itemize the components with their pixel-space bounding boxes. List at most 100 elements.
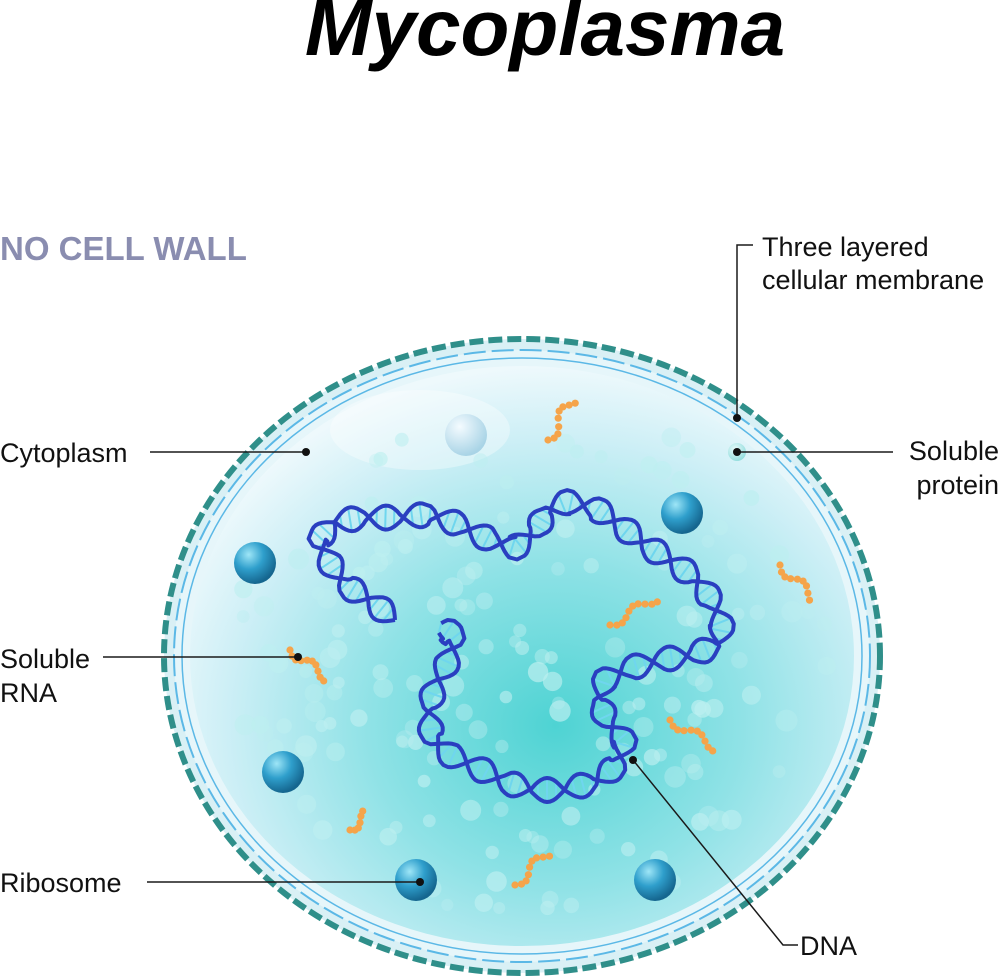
dna-base-pair xyxy=(384,505,387,530)
vesicle xyxy=(293,742,314,763)
vesicle xyxy=(259,644,278,662)
rna-bead xyxy=(320,677,328,685)
membrane-leader-dot xyxy=(733,414,741,422)
rna-bead xyxy=(701,737,709,745)
rna-bead xyxy=(666,716,674,724)
vesicle xyxy=(364,496,379,511)
rna-bead xyxy=(804,589,812,597)
rna-bead xyxy=(532,854,541,862)
vesicle xyxy=(552,696,565,710)
vesicle xyxy=(679,442,696,458)
dna-base-pair xyxy=(418,726,443,732)
vesicle xyxy=(236,610,250,623)
dna-base-pair xyxy=(442,510,451,530)
vesicle xyxy=(442,674,465,697)
cytoplasm-vesicles xyxy=(234,420,836,916)
vesicle xyxy=(373,678,394,698)
dna-base-pair xyxy=(671,557,684,573)
dna-base-pair xyxy=(710,617,732,628)
dna-base-pair xyxy=(531,513,553,527)
ribosomes xyxy=(234,414,703,901)
membrane-layer-inner xyxy=(181,357,863,955)
label-dna: DNA xyxy=(800,931,857,961)
dna-base-pair xyxy=(641,655,649,673)
ribosome-leader-dot xyxy=(416,878,424,886)
vesicle xyxy=(350,709,368,727)
dna-base-pair xyxy=(345,578,360,601)
dna-base-pair xyxy=(567,491,575,514)
dna-base-pair xyxy=(618,520,636,541)
vesicle xyxy=(595,736,611,752)
vesicle xyxy=(331,624,345,638)
vesicle xyxy=(497,511,510,524)
vesicle xyxy=(394,432,409,447)
dna-base-pair xyxy=(701,638,712,661)
dna-base-pair xyxy=(592,678,616,688)
rna-bead xyxy=(687,726,695,734)
vesicle xyxy=(373,451,388,467)
rna-bead xyxy=(314,667,322,675)
ribosome xyxy=(234,542,276,584)
dna-base-pair xyxy=(326,563,344,577)
dna-base-pair xyxy=(319,555,341,570)
vesicle xyxy=(408,496,430,518)
rna-bead xyxy=(787,575,795,583)
dna-base-pair xyxy=(436,656,460,668)
vesicle xyxy=(474,893,493,912)
vesicle xyxy=(475,592,493,610)
vesicle xyxy=(499,690,513,704)
vesicle xyxy=(731,651,748,669)
vesicle xyxy=(304,701,326,722)
dna-base-pair xyxy=(647,540,663,562)
vesicle xyxy=(304,684,324,703)
vesicle xyxy=(701,534,715,548)
rna-bead xyxy=(781,573,789,581)
rna-bead xyxy=(653,598,661,606)
vesicle xyxy=(358,610,372,625)
vesicle xyxy=(691,813,709,831)
rna-bead xyxy=(559,403,567,411)
vesicle xyxy=(695,674,713,693)
vesicle xyxy=(594,450,608,464)
vesicle xyxy=(633,717,654,737)
dna-base-pair xyxy=(656,547,669,564)
vesicle xyxy=(396,735,409,748)
soluble-rna-group xyxy=(286,399,814,889)
vesicle xyxy=(406,675,423,692)
dna-base-pair xyxy=(598,505,612,524)
vesicle xyxy=(441,898,454,912)
vesicle xyxy=(542,671,563,692)
dna-base-pair xyxy=(677,560,693,582)
vesicle xyxy=(643,749,661,766)
vesicle xyxy=(295,735,317,757)
vesicle xyxy=(454,598,468,612)
membrane-leader xyxy=(736,244,753,418)
soluble-rna-leader-dot xyxy=(294,653,302,661)
dna-leader-dot xyxy=(629,756,637,764)
rna-bead xyxy=(648,600,656,608)
vesicle xyxy=(661,427,682,448)
vesicle xyxy=(732,607,745,621)
vesicle xyxy=(326,742,345,762)
vesicle xyxy=(676,605,698,627)
rna-bead xyxy=(698,731,706,739)
vesicle xyxy=(473,453,488,468)
vesicle xyxy=(459,599,476,616)
cytoplasm-leader-dot xyxy=(302,448,310,456)
dna-base-pair xyxy=(421,689,445,699)
rna-bead xyxy=(622,614,630,622)
vesicle xyxy=(251,715,270,734)
dna-base-pair xyxy=(409,507,415,526)
vesicle xyxy=(442,577,464,599)
vesicle xyxy=(408,734,424,751)
rna-bead xyxy=(545,852,554,860)
vesicle xyxy=(397,539,413,554)
rna-bead xyxy=(359,807,367,815)
dna-backbone xyxy=(316,496,723,804)
vesicle xyxy=(589,828,605,844)
rna-bead xyxy=(625,607,633,615)
dna-base-pair xyxy=(557,493,568,515)
vesicle xyxy=(817,616,832,631)
vesicle xyxy=(493,902,506,914)
